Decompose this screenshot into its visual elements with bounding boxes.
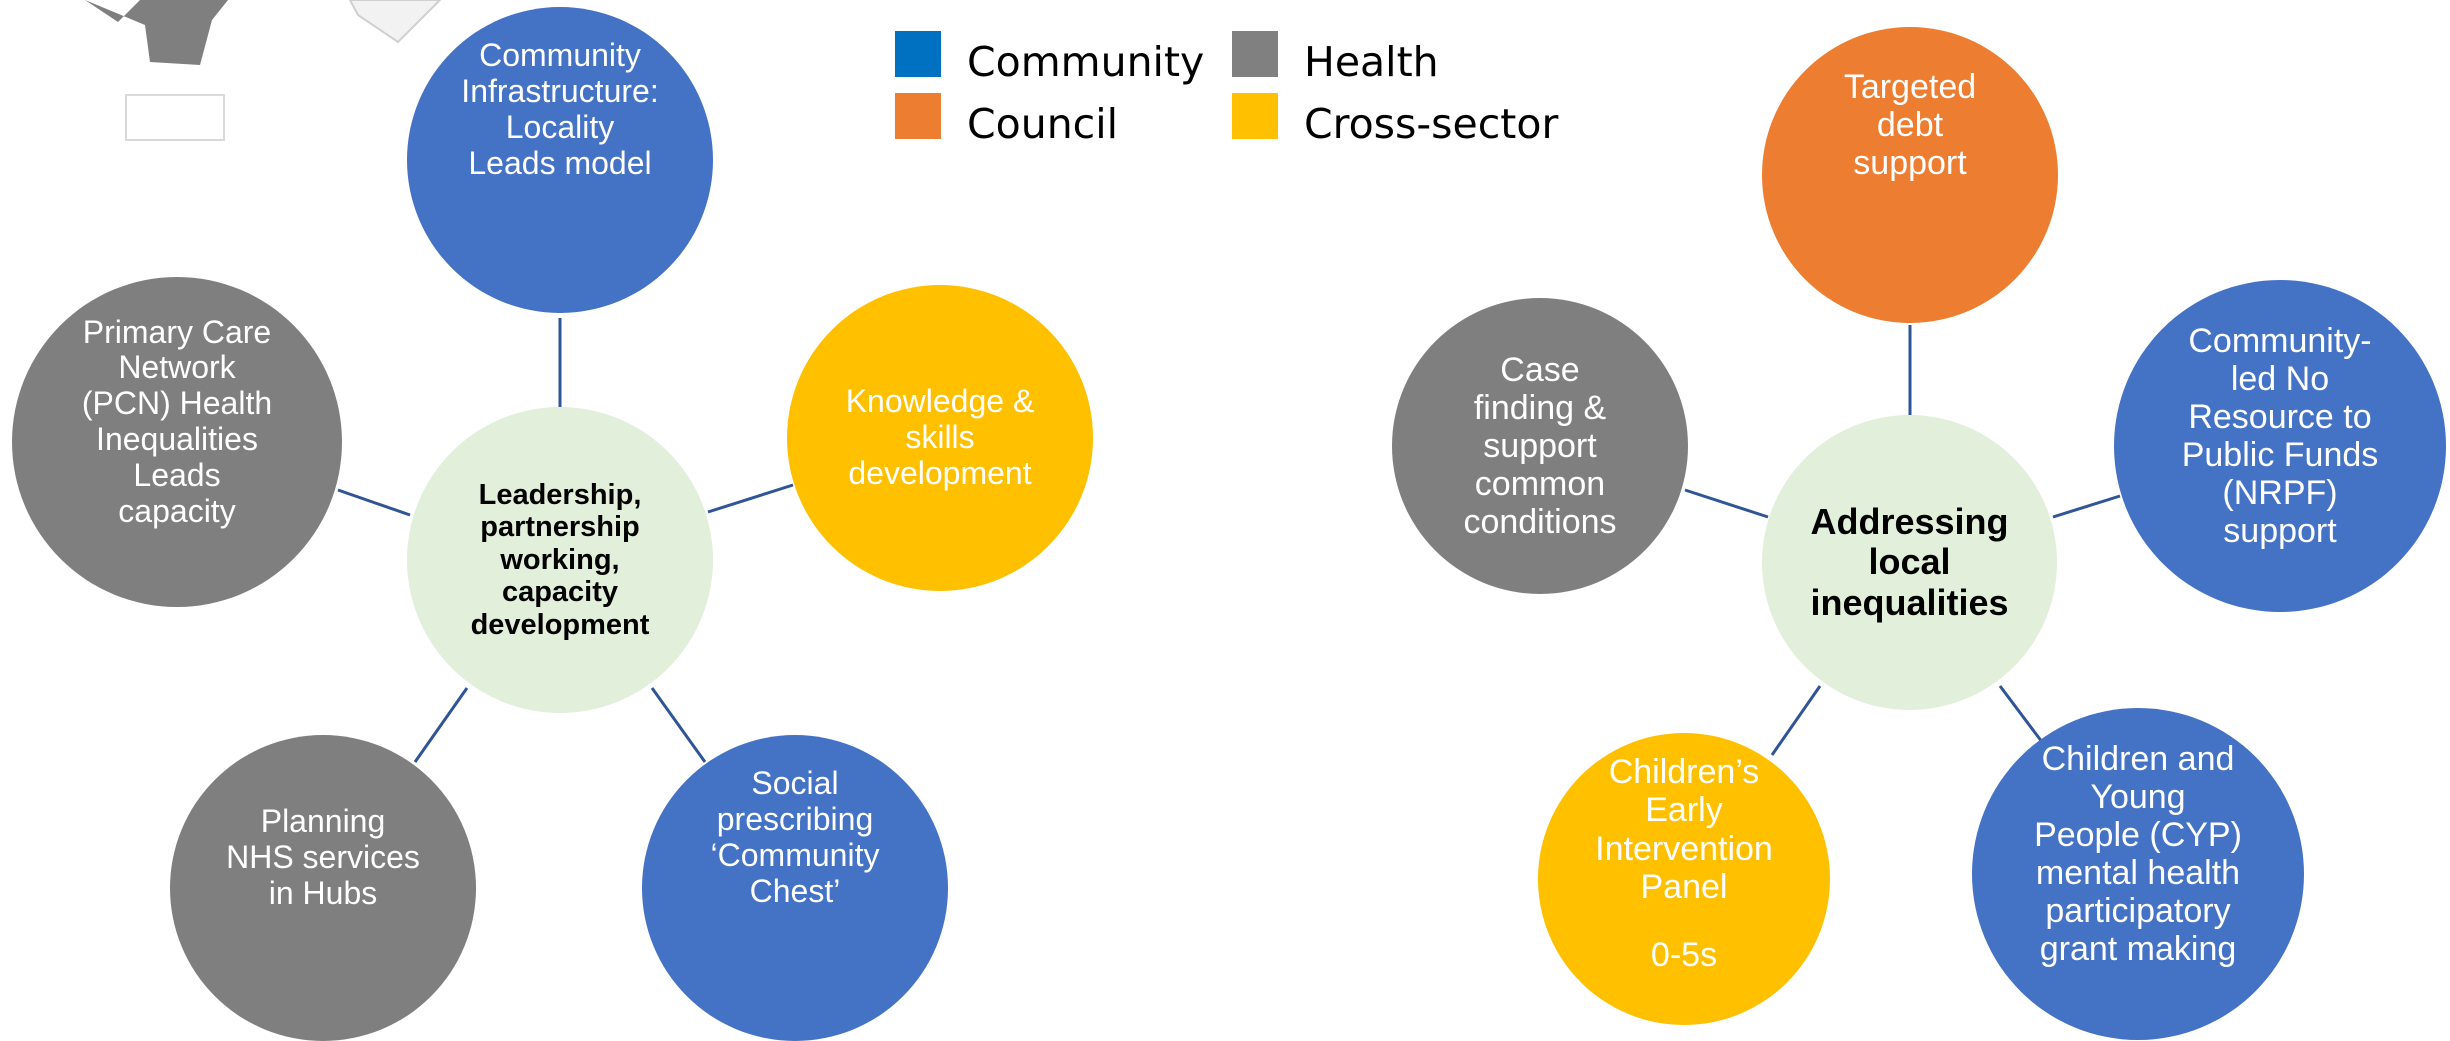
legend-label-health: Health xyxy=(1304,38,1439,86)
node-nrpf-support: Community- led No Resource to Public Fun… xyxy=(2114,280,2446,612)
legend-label-community: Community xyxy=(967,38,1205,86)
legend-swatch-health xyxy=(1232,31,1278,77)
legend-item-cross-sector: Cross-sector xyxy=(1232,92,1558,148)
legend-label-cross-sector: Cross-sector xyxy=(1304,100,1559,148)
connector-right-bottom-right xyxy=(1998,685,2044,743)
case-finding-label: Case finding & support common conditions xyxy=(1463,350,1617,542)
connector-right-left xyxy=(1684,488,1769,519)
legend-label-council: Council xyxy=(967,100,1119,148)
legend-swatch-cross-sector xyxy=(1232,93,1278,139)
community-infrastructure-label: Community Infrastructure: Locality Leads… xyxy=(461,37,659,181)
social-prescribing-label: Social prescribing ‘Community Chest’ xyxy=(710,765,880,909)
legend-item-council: Council xyxy=(895,92,1118,148)
connector-left-left xyxy=(337,488,411,517)
cyp-mental-health-label: Children and Young People (CYP) mental h… xyxy=(2034,739,2242,969)
pcn-leads-label: Primary Care Network (PCN) Health Inequa… xyxy=(81,313,273,529)
corner-illustration xyxy=(85,0,442,141)
node-targeted-debt-support: Targeted debt support xyxy=(1762,27,2058,323)
nrpf-support-label: Community- led No Resource to Public Fun… xyxy=(2181,321,2379,551)
legend-item-community: Community xyxy=(895,30,1204,86)
knowledge-skills-label: Knowledge & skills development xyxy=(845,383,1035,491)
hub-addressing-inequalities: Addressing local inequalities xyxy=(1762,415,2057,710)
connector-left-right xyxy=(707,483,794,514)
connector-left-bottom-right xyxy=(650,687,707,763)
node-social-prescribing: Social prescribing ‘Community Chest’ xyxy=(642,735,948,1041)
planning-nhs-label: Planning NHS services in Hubs xyxy=(226,803,420,911)
hub-addressing-label: Addressing local inequalities xyxy=(1810,501,2009,623)
node-early-intervention-panel: Children’s Early Intervention Panel 0-5s xyxy=(1538,733,1830,1025)
node-case-finding: Case finding & support common conditions xyxy=(1392,298,1688,594)
connector-right-bottom-left xyxy=(1770,685,1822,756)
legend-swatch-community xyxy=(895,31,941,77)
legend-item-health: Health xyxy=(1232,30,1439,86)
node-cyp-mental-health: Children and Young People (CYP) mental h… xyxy=(1972,708,2304,1040)
targeted-debt-label: Targeted debt support xyxy=(1843,67,1977,183)
hub-leadership-partnership: Leadership, partnership working, capacit… xyxy=(407,407,713,713)
connector-left-bottom-left xyxy=(413,687,469,763)
early-intervention-age-label: 0-5s xyxy=(1650,935,1718,974)
legend-swatch-council xyxy=(895,93,941,139)
connector-right-right xyxy=(2052,494,2121,519)
node-planning-nhs-services: Planning NHS services in Hubs xyxy=(170,735,476,1041)
hub-leadership-label: Leadership, partnership working, capacit… xyxy=(470,478,650,641)
node-community-infrastructure: Community Infrastructure: Locality Leads… xyxy=(407,7,713,313)
early-intervention-label: Children’s Early Intervention Panel xyxy=(1595,753,1773,906)
node-knowledge-skills: Knowledge & skills development xyxy=(787,285,1093,591)
node-pcn-health-inequalities: Primary Care Network (PCN) Health Inequa… xyxy=(12,277,342,607)
